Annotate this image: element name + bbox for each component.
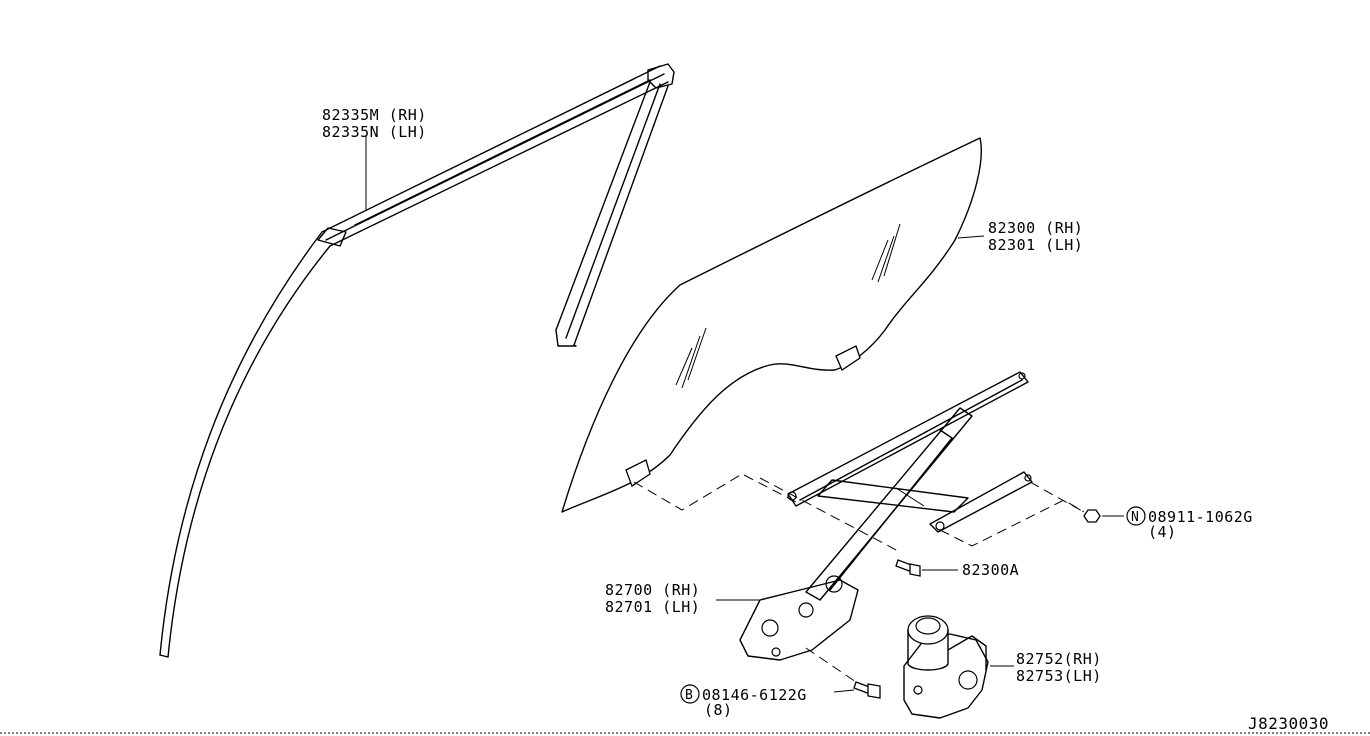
label-motor: 82752(RH) 82753(LH) bbox=[1016, 650, 1102, 685]
regulator-part-rh: 82700 (RH) bbox=[605, 581, 700, 599]
nut-quantity: (4) bbox=[1148, 523, 1177, 541]
label-bolt-b: B 08146-6122G (8) bbox=[680, 684, 807, 719]
window-regulator[interactable] bbox=[739, 371, 1033, 661]
bolt-b-part-number: 08146-6122G bbox=[702, 686, 807, 704]
label-nut: N 08911-1062G (4) bbox=[1126, 506, 1253, 541]
regulator-part-lh: 82701 (LH) bbox=[605, 598, 700, 616]
nut-08911[interactable] bbox=[1083, 509, 1101, 523]
leader-lines bbox=[365, 136, 1124, 693]
bolt-08146[interactable] bbox=[853, 681, 881, 699]
bolt-b-symbol: B bbox=[685, 688, 693, 703]
nut-part-number: 08911-1062G bbox=[1148, 508, 1253, 526]
label-glass: 82300 (RH) 82301 (LH) bbox=[988, 219, 1083, 254]
sash-part-rh: 82335M (RH) bbox=[322, 106, 427, 124]
label-sash: 82335M (RH) 82335N (LH) bbox=[322, 106, 427, 141]
relation-lines bbox=[633, 473, 1085, 683]
nut-symbol-circle bbox=[1126, 506, 1146, 526]
diagram-id: J8230030 bbox=[1248, 714, 1329, 733]
sash-part-lh: 82335N (LH) bbox=[322, 123, 427, 141]
motor-part-rh: 82752(RH) bbox=[1016, 650, 1102, 668]
glass-part-rh: 82300 (RH) bbox=[988, 219, 1083, 237]
label-regulator: 82700 (RH) 82701 (LH) bbox=[605, 581, 700, 616]
door-sash-channel[interactable] bbox=[159, 63, 675, 658]
bolt-a-part-number: 82300A bbox=[962, 561, 1019, 579]
bolt-b-quantity: (8) bbox=[704, 701, 733, 719]
nut-symbol: N bbox=[1131, 510, 1139, 525]
glass-part-lh: 82301 (LH) bbox=[988, 236, 1083, 254]
door-glass[interactable] bbox=[561, 137, 982, 513]
motor-part-lh: 82753(LH) bbox=[1016, 667, 1102, 685]
bolt-b-symbol-circle bbox=[680, 684, 700, 704]
label-bolt-a: 82300A bbox=[962, 561, 1019, 579]
regulator-motor[interactable] bbox=[903, 615, 989, 719]
bolt-82300a[interactable] bbox=[895, 559, 921, 577]
